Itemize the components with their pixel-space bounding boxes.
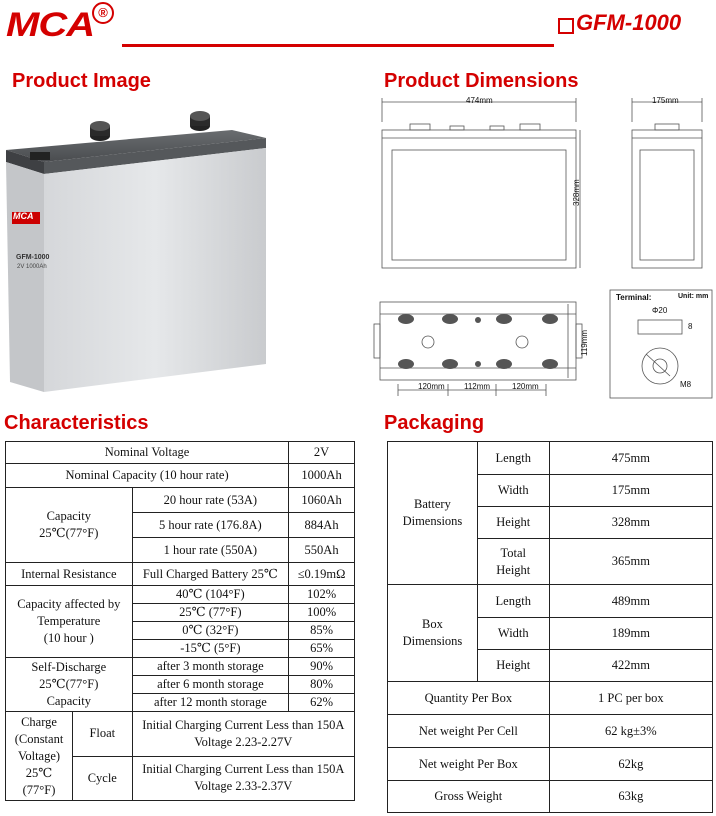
dim-height-label: 328mm xyxy=(572,179,581,206)
pack-dim-value: 475mm xyxy=(548,441,714,475)
dim-hole-height-label: 119mm xyxy=(580,329,589,356)
temp-row-value: 100% xyxy=(288,603,355,622)
dim-gap3-label: 120mm xyxy=(512,382,539,391)
box-dim-value: 189mm xyxy=(548,617,714,650)
quantity-label: Quantity Per Box xyxy=(387,681,550,715)
dimension-drawings xyxy=(373,98,713,399)
storage-row-label: after 12 month storage xyxy=(131,693,290,712)
internal-resistance-condition: Full Charged Battery 25℃ xyxy=(131,562,290,586)
internal-resistance-value: ≤0.19mΩ xyxy=(288,562,355,586)
pack-dim-label: Height xyxy=(476,506,550,539)
model-title: GFM-1000 xyxy=(576,10,682,35)
storage-row-label: after 3 month storage xyxy=(131,657,290,676)
pack-dim-value: 328mm xyxy=(548,506,714,539)
section-packaging: Packaging xyxy=(384,412,485,434)
section-product-image: Product Image xyxy=(12,70,151,92)
net-cell-label: Net weight Per Cell xyxy=(387,714,550,748)
capacity-rate-label: 5 hour rate (176.8A) xyxy=(131,512,290,538)
pack-dim-label: Width xyxy=(476,474,550,507)
terminal-title: Terminal: xyxy=(616,293,652,302)
section-product-dimensions: Product Dimensions xyxy=(384,70,579,92)
box-dim-value: 422mm xyxy=(548,649,714,682)
internal-resistance-label: Internal Resistance xyxy=(5,562,133,586)
nominal-voltage-value: 2V xyxy=(288,441,355,464)
net-box-value: 62kg xyxy=(548,747,714,781)
temp-row-label: 40℃ (104°F) xyxy=(131,585,290,604)
battery-brand-patch xyxy=(12,212,40,224)
characteristics-table: Nominal Voltage 2V Nominal Capacity (10 … xyxy=(4,441,356,801)
header-rule xyxy=(122,44,554,47)
capacity-rate-value: 550Ah xyxy=(288,537,355,563)
battery-product-image xyxy=(6,111,266,392)
box-dim-label: Width xyxy=(476,617,550,650)
temp-row-value: 85% xyxy=(288,621,355,640)
terminal-unit: Unit: mm xyxy=(678,293,709,300)
capacity-rate-label: 1 hour rate (550A) xyxy=(131,537,290,563)
dim-gap1-label: 120mm xyxy=(418,382,445,391)
net-cell-value: 62 kg±3% xyxy=(548,714,714,748)
terminal-height: 8 xyxy=(688,322,693,331)
model-checkbox-icon xyxy=(558,18,574,34)
charge-mode-float: Float xyxy=(73,712,132,757)
nominal-capacity-value: 1000Ah xyxy=(288,463,355,488)
temp-row-label: 25℃ (77°F) xyxy=(131,603,290,622)
capacity-rate-label: 20 hour rate (53A) xyxy=(131,487,290,513)
temp-row-label: -15℃ (5°F) xyxy=(131,639,290,658)
registered-mark: ® xyxy=(92,2,114,24)
box-dim-label: Height xyxy=(476,649,550,682)
capacity-rate-value: 884Ah xyxy=(288,512,355,538)
gross-weight-value: 63kg xyxy=(548,780,714,813)
temp-row-label: 0℃ (32°F) xyxy=(131,621,290,640)
temp-row-value: 65% xyxy=(288,639,355,658)
storage-row-value: 80% xyxy=(288,675,355,694)
terminal-dia: Φ20 xyxy=(652,306,668,315)
temp-row-value: 102% xyxy=(288,585,355,604)
dim-gap2-label: 112mm xyxy=(464,382,491,391)
net-box-label: Net weight Per Box xyxy=(387,747,550,781)
battery-brand-text: MCA xyxy=(13,211,34,221)
quantity-value: 1 PC per box xyxy=(548,681,714,715)
brand-logo: MCA xyxy=(6,6,95,44)
pack-dim-value: 365mm xyxy=(548,538,714,585)
pack-dim-label: Length xyxy=(476,441,550,475)
box-dim-value: 489mm xyxy=(548,584,714,618)
charge-mode-cycle: Cycle xyxy=(87,770,117,785)
storage-row-value: 90% xyxy=(288,657,355,676)
section-characteristics: Characteristics xyxy=(4,412,149,434)
pack-dim-value: 175mm xyxy=(548,474,714,507)
capacity-rate-value: 1060Ah xyxy=(288,487,355,513)
box-dim-label: Length xyxy=(476,584,550,618)
nominal-voltage-label: Nominal Voltage xyxy=(4,441,290,464)
storage-row-value: 62% xyxy=(288,693,355,712)
gross-weight-label: Gross Weight xyxy=(387,780,550,813)
terminal-bolt: M8 xyxy=(680,380,692,389)
dim-width-label: 175mm xyxy=(652,96,679,105)
storage-row-label: after 6 month storage xyxy=(131,675,290,694)
battery-model-text: GFM-1000 xyxy=(16,254,50,261)
dim-length-label: 474mm xyxy=(466,96,493,105)
nominal-capacity-label: Nominal Capacity (10 hour rate) xyxy=(4,463,290,488)
battery-rating-text: 2V 1000Ah xyxy=(17,264,47,270)
